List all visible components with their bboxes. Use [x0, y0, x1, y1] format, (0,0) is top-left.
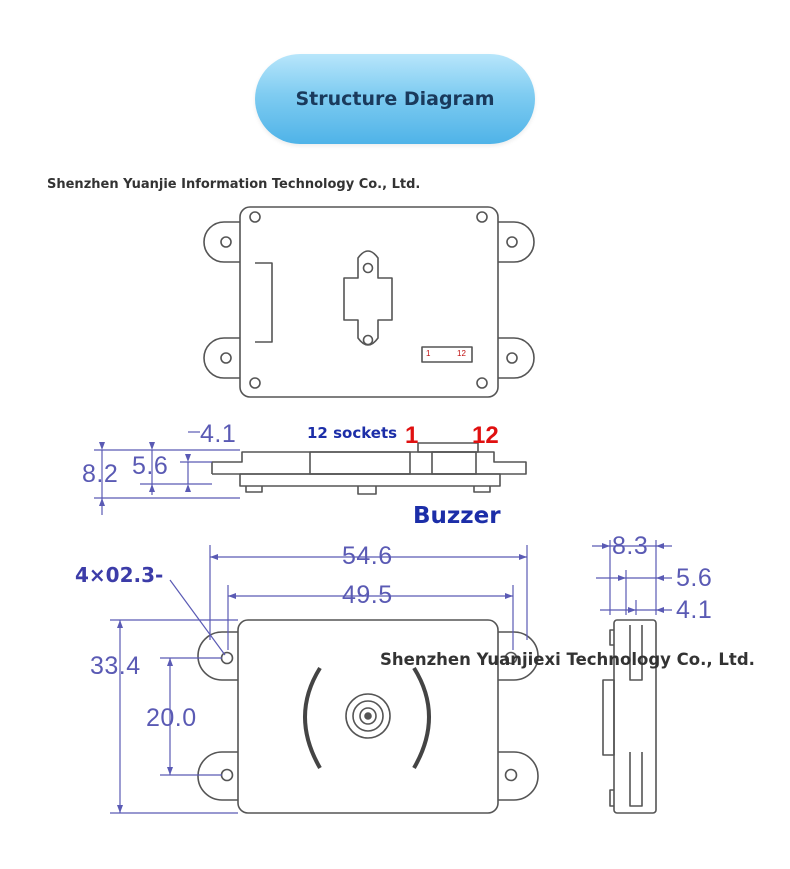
- top-view-outline: [203, 206, 535, 398]
- section-title-pill: Structure Diagram: [255, 54, 535, 144]
- dim-right-4-1: 4.1: [676, 596, 713, 624]
- company-name-overlay: Shenzhen Yuanjiexi Technology Co., Ltd.: [380, 650, 755, 669]
- company-name-top: Shenzhen Yuanjie Information Technology …: [47, 177, 421, 192]
- pin-first-label: 1: [405, 422, 419, 449]
- side-view-outline: [211, 442, 527, 495]
- pin-last-label: 12: [472, 422, 499, 449]
- sockets-label: 12 sockets: [307, 424, 398, 442]
- dim-side-5-6: 5.6: [132, 452, 169, 480]
- right-view-outline: [602, 619, 657, 814]
- buzzer-label: Buzzer: [413, 503, 501, 529]
- mounting-holes-label: 4×02.3-: [75, 563, 164, 587]
- front-view-outline: [197, 619, 539, 814]
- dim-height-inner: 20.0: [146, 704, 197, 732]
- section-title: Structure Diagram: [295, 88, 495, 110]
- connector-pin-12-small: 12: [457, 349, 466, 358]
- dim-width-outer: 54.6: [342, 542, 393, 570]
- connector-pin-1-small: 1: [426, 349, 431, 358]
- dim-height-outer: 33.4: [90, 652, 141, 680]
- dim-width-inner: 49.5: [342, 581, 393, 609]
- dim-side-4-1: 4.1: [200, 420, 237, 448]
- dim-right-5-6: 5.6: [676, 564, 713, 592]
- dim-side-8-2: 8.2: [82, 460, 119, 488]
- dim-right-8-3: 8.3: [612, 532, 649, 560]
